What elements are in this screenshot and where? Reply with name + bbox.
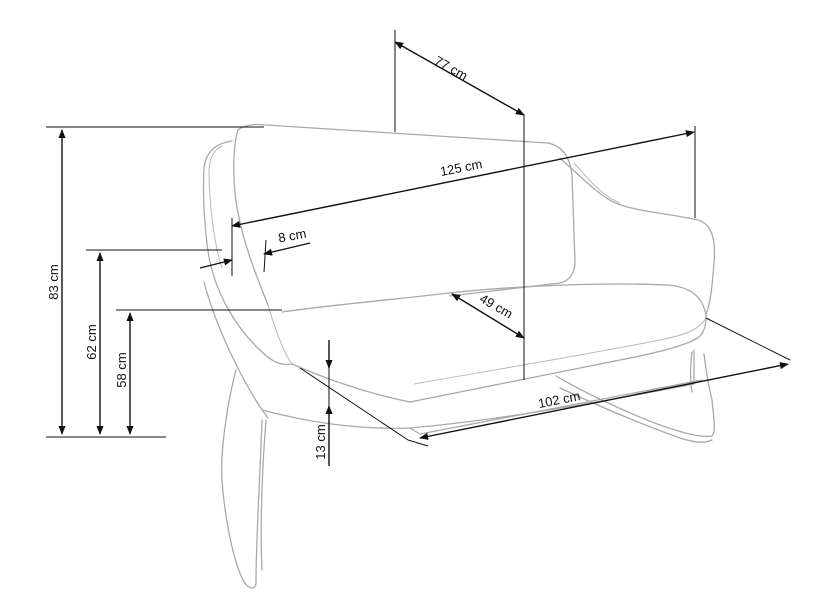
label-arm-thickness: 8 cm [277,226,307,246]
left-leg-runner [260,419,267,571]
left-armrest-inner [267,304,293,365]
right-armrest [559,157,716,315]
backrest-shell-inner [208,145,223,269]
dimension-arrow-depth-top [394,41,525,116]
label-height-total: 83 cm [46,264,61,299]
dimension-arrow-seat-depth [451,293,525,339]
label-armrest-height: 62 cm [84,324,99,359]
right-armrest-inner [573,162,621,204]
dimension-arrow-seat-width [419,362,789,440]
extension-line-arm-right [263,239,267,273]
back-cushion-left-side [233,129,269,306]
backrest-shell [202,140,233,271]
label-leg-clearance: 13 cm [313,424,328,459]
dimension-labels: 77 cm 125 cm 8 cm 49 cm 102 cm 83 cm 62 … [46,53,582,460]
sofa-outline [202,123,716,589]
base-frame [261,349,695,429]
extension-line-seat-base [299,367,409,441]
left-armrest-front [203,281,269,419]
label-seat-depth: 49 cm [477,291,515,322]
seat-cushion-front [291,315,707,403]
dimension-arrow-arm-thickness-right [263,242,311,256]
extension-line-seatwidth-left [407,439,429,447]
left-armrest [211,269,293,366]
seat-cushion-top [281,283,707,317]
left-front-leg [221,369,263,589]
label-seat-height: 58 cm [114,352,129,387]
extension-line-seatwidth-right [705,317,791,361]
dimension-lines [46,30,791,466]
right-rear-leg [689,351,693,393]
label-depth-top: 77 cm [432,53,470,83]
dimension-arrow-width-overall [231,130,695,228]
dimension-arrow-arm-thickness-left [199,258,233,269]
